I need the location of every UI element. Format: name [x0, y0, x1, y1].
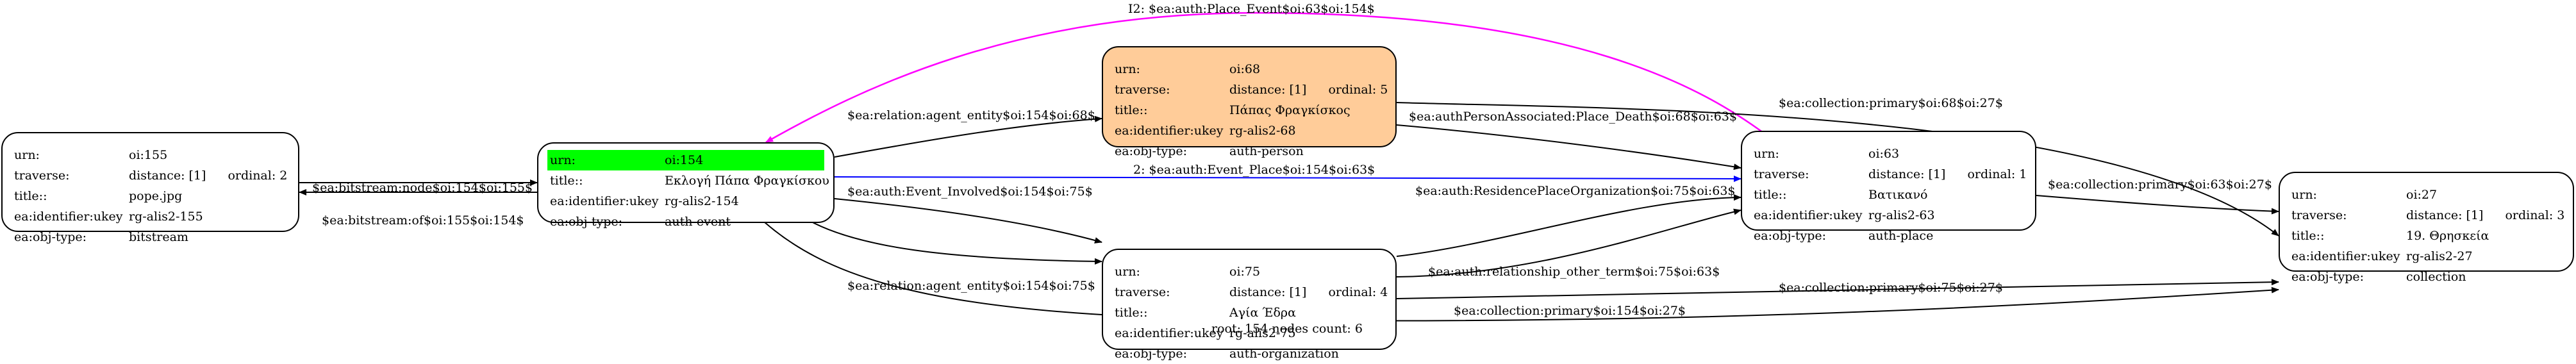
edge-collection-63: [2036, 195, 2279, 215]
urn-row-highlighted: urn:oi:154: [547, 150, 824, 170]
title-row: title::Πάπας Φραγκίσκος: [1115, 103, 1350, 117]
edge-label-place-death: $ea:authPersonAssociated:Place_Death$oi:…: [1409, 110, 1737, 124]
traverse-row: traverse:distance: [1]ordinal: 5: [1115, 83, 1388, 97]
edge-residence: [1396, 194, 1741, 257]
edge-place-death: [1396, 124, 1741, 170]
edge-label-relationship-other: $ea:auth:relationship_other_term$oi:75$o…: [1428, 265, 1720, 279]
node-oi-63[interactable]: urn:oi:63 traverse:distance: [1]ordinal:…: [1741, 131, 2036, 243]
edge-place-event: [765, 12, 1766, 144]
title-row: title::pope.jpg: [14, 189, 183, 203]
type-row: ea:obj-type:auth-organization: [1115, 347, 1339, 361]
type-row: ea:obj-type:collection: [2291, 270, 2466, 284]
edge-label-event-place: 2: $ea:auth:Event_Place$oi:154$oi:63$: [1133, 163, 1375, 177]
edge-label-relation-agent-68: $ea:relation:agent_entity$oi:154$oi:68$: [847, 108, 1095, 122]
edge-label-place-event: I2: $ea:auth:Place_Event$oi:63$oi:154$: [1128, 2, 1375, 16]
graph-root-label: root: 154 nodes count: 6: [1211, 322, 1363, 336]
edge-relation-agent-68: [834, 115, 1102, 158]
node-oi-27[interactable]: urn:oi:27 traverse:distance: [1]ordinal:…: [2279, 172, 2574, 284]
title-row: title::Βατικανό: [1754, 188, 1928, 202]
edge-collection-154: [756, 214, 2279, 322]
type-row: ea:obj-type:bitstream: [14, 230, 188, 244]
edge-label-collection-75: $ea:collection:primary$oi:75$oi:27$: [1779, 281, 2003, 295]
type-row: ea:obj-type:auth-place: [1754, 229, 1934, 243]
title-row: title::Εκλογή Πάπα Φραγκίσκου: [550, 174, 829, 188]
type-row: ea:obj-type:auth-event: [550, 215, 731, 229]
traverse-row: traverse:distance: [1]ordinal: 2: [14, 169, 288, 183]
edge-collection-68: [1396, 102, 2279, 236]
edge-label-event-involved: $ea:auth:Event_Involved$oi:154$oi:75$: [847, 185, 1093, 199]
node-oi-155[interactable]: urn:oi:155 traverse:distance: [1]ordinal…: [1, 132, 299, 244]
edges-canvas: I2: $ea:auth:Place_Event$oi:63$oi:154$ $…: [299, 2, 2279, 322]
edge-label-relation-agent-75: $ea:relation:agent_entity$oi:154$oi:75$: [847, 279, 1095, 293]
urn-row: urn:oi:68: [1115, 62, 1261, 76]
node-oi-75[interactable]: urn:oi:75 traverse:distance: [1]ordinal:…: [1102, 249, 1397, 361]
traverse-row: traverse:distance: [1]ordinal: 1: [1754, 167, 2027, 181]
edge-label-collection-63: $ea:collection:primary$oi:63$oi:27$: [2048, 178, 2272, 192]
type-row: ea:obj-type:auth-person: [1115, 144, 1304, 158]
urn-row: urn:oi:27: [2291, 188, 2438, 202]
urn-row: urn:oi:63: [1754, 147, 1900, 161]
edge-relationship-other: [1396, 208, 1741, 277]
edge-label-bitstream-of: $ea:bitstream:of$oi:155$oi:154$: [322, 213, 524, 228]
edge-label-collection-154: $ea:collection:primary$oi:154$oi:27$: [1454, 304, 1686, 318]
node-oi-154[interactable]: urn:oi:154 title::Εκλογή Πάπα Φραγκίσκου…: [537, 142, 835, 229]
urn-row: urn:oi:155: [14, 148, 168, 162]
edge-label-bitstream-node: $ea:bitstream:node$oi:154$oi:155$: [312, 181, 533, 195]
edge-label-collection-68: $ea:collection:primary$oi:68$oi:27$: [1779, 96, 2003, 110]
node-oi-68[interactable]: urn:oi:68 traverse:distance: [1]ordinal:…: [1102, 46, 1397, 158]
edge-event-involved: [834, 198, 1102, 244]
edge-label-residence: $ea:auth:ResidencePlaceOrganization$oi:7…: [1415, 184, 1736, 198]
traverse-row: traverse:distance: [1]ordinal: 3: [2291, 208, 2565, 222]
edge-relation-agent-75: [794, 211, 1102, 265]
urn-row: urn:oi:75: [1115, 265, 1261, 279]
title-row: title::19. Θρησκεία: [2291, 229, 2489, 243]
title-row: title::Αγία Έδρα: [1115, 306, 1296, 320]
edge-event-place: [834, 175, 1741, 182]
traverse-row: traverse:distance: [1]ordinal: 4: [1115, 285, 1388, 299]
